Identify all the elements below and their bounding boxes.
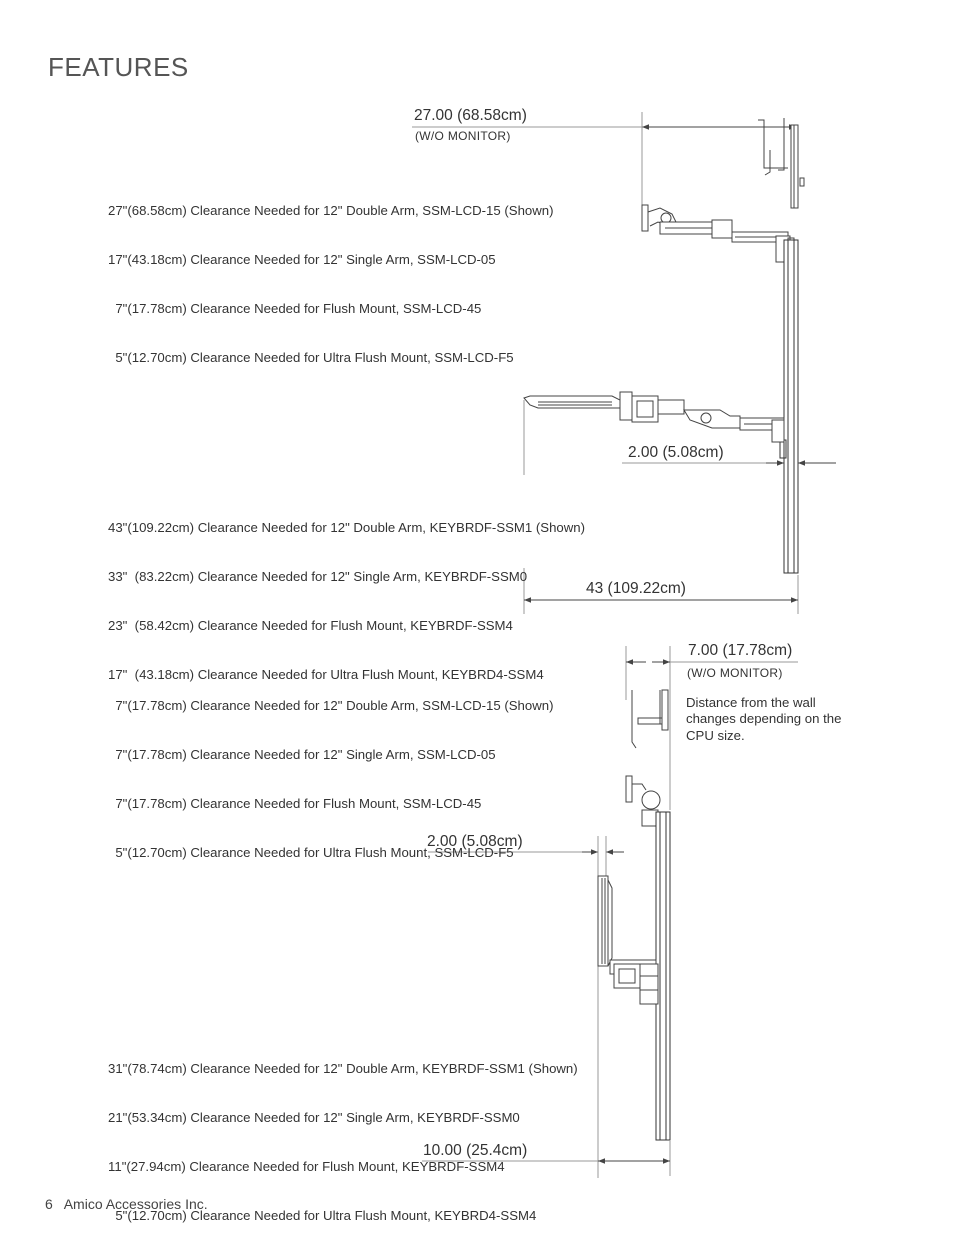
clearance-line: 11"(27.94cm) Clearance Needed for Flush … [108,1159,505,1175]
clearance-line: 17" (43.18cm) Clearance Needed for Ultra… [108,667,544,683]
page-title: FEATURES [48,52,189,82]
clearance-line: 5"(12.70cm) Clearance Needed for Ultra F… [108,350,514,366]
vertical-keyboard-tray [597,875,659,1005]
clearance-line: 21"(53.34cm) Clearance Needed for 12" Si… [108,1110,520,1126]
monitor-arm [641,204,795,263]
bottom-monitor-clearance-list: 7"(17.78cm) Clearance Needed for 12" Dou… [108,665,553,895]
keyboard-tray-arm [523,391,785,443]
top-diagram [412,112,836,614]
upper-wall-bracket [758,118,805,209]
wall-distance-note: Distance from the wall changes depending… [686,695,842,743]
top-wall-dimension: 2.00 (5.08cm) [628,444,724,461]
clearance-line: 5"(12.70cm) Clearance Needed for Ultra F… [108,1208,537,1224]
top-monitor-dimension: 27.00 (68.58cm) [414,107,527,124]
bottom-keyboard-clearance-list: 31"(78.74cm) Clearance Needed for 12" Do… [108,1028,578,1235]
top-monitor-clearance-list: 27"(68.58cm) Clearance Needed for 12" Do… [108,170,553,400]
bottom-monitor-dimension-note: (W/O MONITOR) [687,666,783,680]
clearance-line: 5"(12.70cm) Clearance Needed for Ultra F… [108,845,514,861]
company-name: Amico Accessories Inc. [63,1196,208,1212]
bottom-diagram [422,646,798,1178]
clearance-line: 7"(17.78cm) Clearance Needed for 12" Sin… [108,747,496,763]
clearance-line: 27"(68.58cm) Clearance Needed for 12" Do… [108,202,554,218]
top-wall-rail [779,239,799,574]
page-number: 6 [45,1196,53,1212]
top-keyboard-clearance-list: 43"(109.22cm) Clearance Needed for 12" D… [108,487,585,717]
bottom-keyboard-dimension: 10.00 (25.4cm) [423,1142,528,1159]
top-keyboard-dimension: 43 (109.22cm) [586,580,686,597]
top-monitor-dimension-note: (W/O MONITOR) [415,129,511,143]
bottom-monitor-dimension: 7.00 (17.78cm) [688,642,793,659]
clearance-line: 7"(17.78cm) Clearance Needed for Flush M… [108,301,482,317]
clearance-line: 17"(43.18cm) Clearance Needed for 12" Si… [108,252,496,268]
clearance-line: 7"(17.78cm) Clearance Needed for 12" Dou… [108,697,554,713]
clearance-line: 33" (83.22cm) Clearance Needed for 12" S… [108,569,528,585]
clearance-line: 23" (58.42cm) Clearance Needed for Flush… [108,618,513,634]
clearance-line: 43"(109.22cm) Clearance Needed for 12" D… [108,519,585,535]
page-footer: 6 Amico Accessories Inc. [45,1196,208,1212]
clearance-line: 31"(78.74cm) Clearance Needed for 12" Do… [108,1060,578,1076]
bottom-wall-dimension: 2.00 (5.08cm) [427,833,523,850]
clearance-line: 7"(17.78cm) Clearance Needed for Flush M… [108,796,482,812]
flush-monitor-bracket [625,689,669,827]
